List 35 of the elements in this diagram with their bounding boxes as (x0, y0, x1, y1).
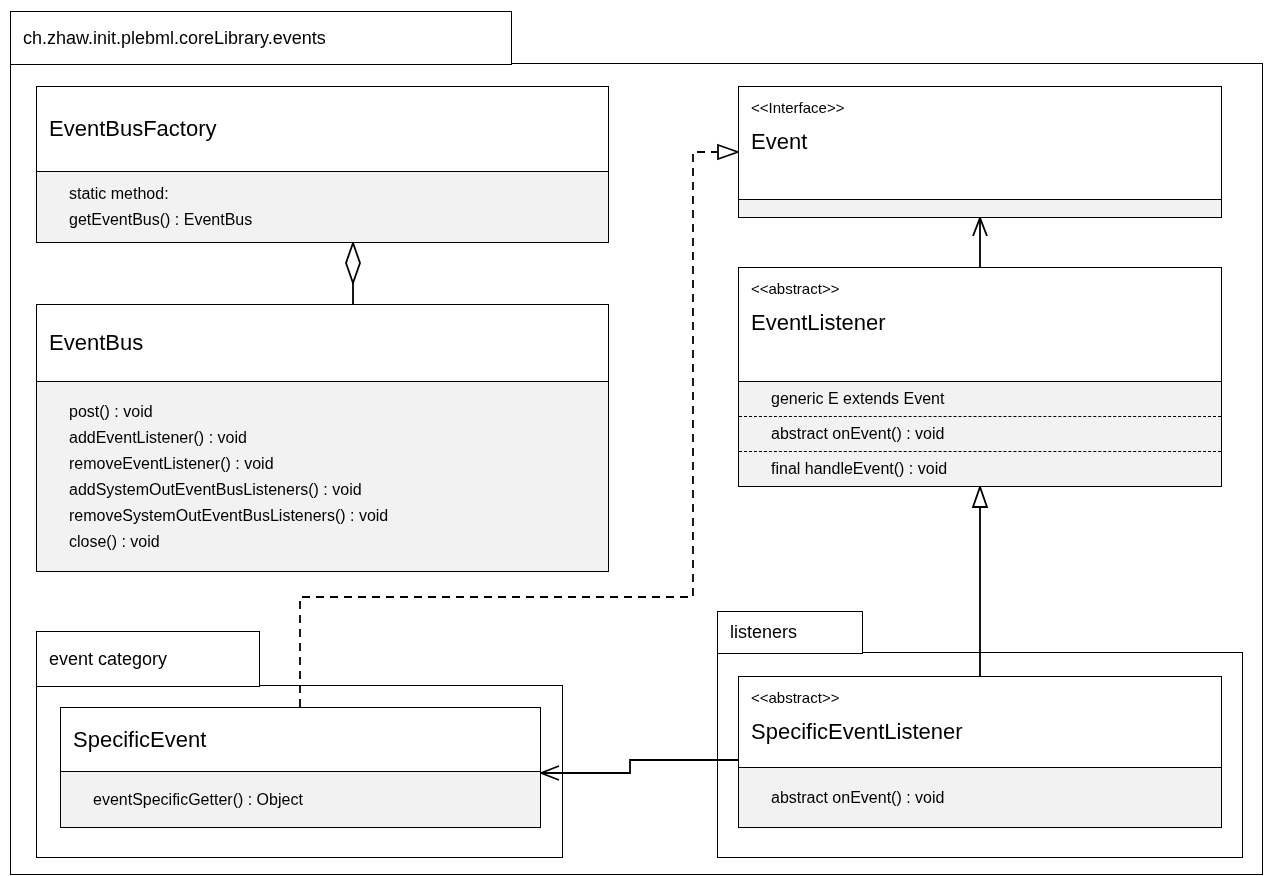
class-box (738, 267, 1222, 487)
class-box (60, 707, 541, 828)
member-text: static method: (69, 184, 169, 204)
member-text: eventSpecificGetter() : Object (93, 789, 303, 810)
stereotype-text: <<abstract>> (751, 280, 840, 299)
member-text: removeEventListener() : void (69, 453, 274, 474)
package-tab: ch.zhaw.init.plebml.coreLibrary.events (10, 11, 512, 65)
class-name: SpecificEventListener (751, 717, 963, 746)
member-text: abstract onEvent() : void (771, 424, 945, 444)
class-name: Event (751, 127, 808, 156)
stereotype-text: <<Interface>> (751, 99, 845, 118)
class-box (738, 86, 1222, 218)
association-arrow (540, 759, 739, 781)
package-tab: listeners (717, 611, 863, 654)
member-text: post() : void (69, 401, 153, 422)
stereotype-text: <<abstract>> (751, 689, 840, 708)
member-text: addEventListener() : void (69, 427, 247, 448)
class-name: SpecificEvent (73, 725, 207, 754)
member-text: final handleEvent() : void (771, 459, 948, 479)
member-text: abstract onEvent() : void (771, 787, 945, 808)
member-text: getEventBus() : EventBus (69, 210, 253, 230)
member-text: addSystemOutEventBusListeners() : void (69, 479, 362, 500)
package-tab: event category (36, 631, 260, 687)
dependency-arrow (299, 144, 739, 708)
class-box (36, 304, 609, 572)
class-name: EventBus (49, 329, 144, 357)
member-text: generic E extends Event (771, 389, 945, 409)
class-name: EventBusFactory (49, 115, 217, 143)
class-name: EventListener (751, 308, 886, 337)
association-arrow (972, 486, 988, 677)
association-arrow (972, 217, 988, 268)
member-text: close() : void (69, 531, 160, 552)
class-box (36, 86, 609, 243)
member-text: removeSystemOutEventBusListeners() : void (69, 505, 389, 526)
class-box (738, 676, 1222, 828)
